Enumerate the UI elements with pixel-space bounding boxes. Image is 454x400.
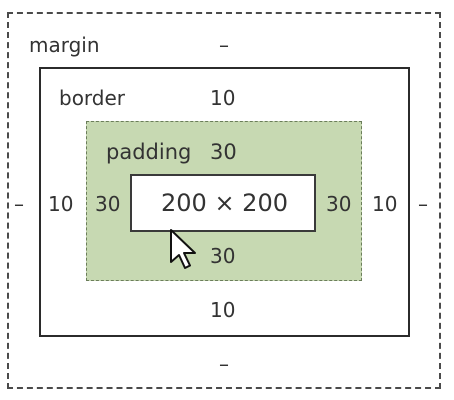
padding-bottom-value: 30	[210, 244, 236, 268]
margin-left-value: –	[14, 192, 24, 216]
padding-top-value: 30	[210, 140, 237, 164]
margin-bottom-value: –	[219, 352, 229, 376]
border-right-value: 10	[372, 192, 398, 216]
content-size-value: 200 × 200	[161, 189, 288, 217]
padding-label: padding	[106, 140, 192, 164]
margin-top-value: –	[219, 33, 229, 57]
border-box[interactable]	[39, 67, 410, 337]
margin-label: margin	[29, 33, 100, 57]
border-bottom-value: 10	[210, 298, 236, 322]
content-box[interactable]	[130, 174, 316, 232]
border-label: border	[59, 86, 126, 110]
margin-right-value: –	[418, 192, 428, 216]
padding-left-value: 30	[95, 192, 121, 216]
border-left-value: 10	[48, 192, 74, 216]
margin-box[interactable]	[7, 12, 441, 389]
border-top-value: 10	[210, 86, 236, 110]
mouse-pointer-icon	[170, 229, 196, 269]
padding-right-value: 30	[326, 192, 352, 216]
